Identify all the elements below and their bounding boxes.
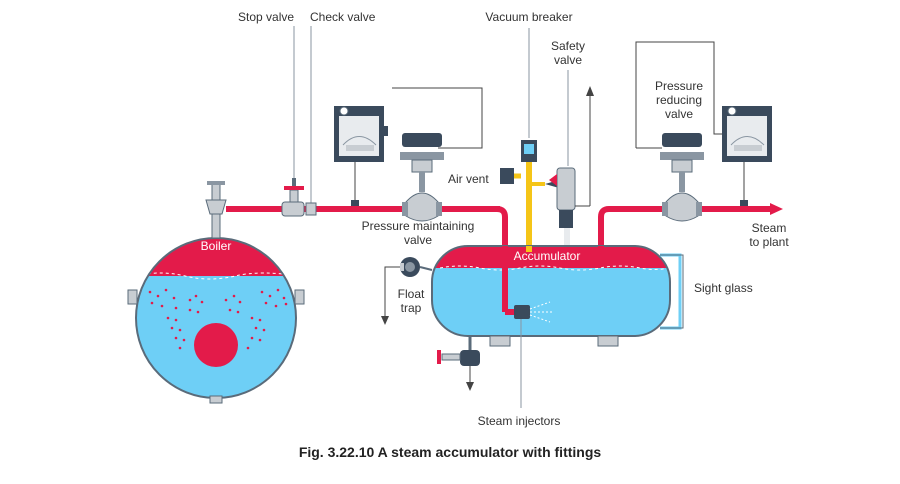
accumulator-vessel: [431, 245, 671, 347]
safety-valve-label-1: Safety: [551, 39, 585, 53]
drain-valve: [437, 336, 480, 391]
pressure-maintaining-valve-label-2: valve: [404, 233, 432, 247]
air-vent-label: Air vent: [448, 172, 489, 186]
pressure-reducing-valve: [635, 41, 772, 222]
boiler-furnace: [194, 323, 238, 367]
safety-valve-label-2: valve: [554, 53, 582, 67]
steam-injector: [514, 301, 552, 408]
pressure-reducing-valve-label-2: reducing: [656, 93, 702, 107]
figure-caption: Fig. 3.22.10 A steam accumulator with fi…: [299, 444, 602, 460]
stop-valve: [281, 26, 305, 217]
steam-to-plant-label-2: to plant: [749, 235, 789, 249]
float-trap-label-2: trap: [401, 301, 422, 315]
accumulator-label: Accumulator: [514, 249, 581, 263]
steam-flow-arrow: [770, 203, 783, 215]
sight-glass: [660, 253, 684, 330]
pressure-reducing-valve-label-1: Pressure: [655, 79, 703, 93]
check-valve: [305, 26, 317, 216]
float-trap: [381, 257, 433, 325]
safety-valve: [549, 70, 594, 250]
pressure-maintaining-valve-label-1: Pressure maintaining: [362, 219, 475, 233]
boiler-outlet-valve: [205, 181, 227, 239]
vacuum-breaker-label: Vacuum breaker: [485, 10, 572, 24]
pressure-reducing-valve-label-3: valve: [665, 107, 693, 121]
steam-injectors-label: Steam injectors: [478, 414, 561, 428]
boiler-bubbles: [148, 288, 288, 350]
controller-box-right: [722, 106, 772, 162]
vacuum-breaker: [521, 28, 537, 252]
check-valve-label: Check valve: [310, 10, 376, 24]
controller-box-left: [334, 106, 388, 162]
stop-valve-label: Stop valve: [238, 10, 294, 24]
boiler-label: Boiler: [201, 239, 232, 253]
sight-glass-label: Sight glass: [694, 281, 753, 295]
steam-to-plant-label-1: Steam: [752, 221, 787, 235]
pressure-maintaining-valve: [334, 87, 483, 222]
float-trap-label-1: Float: [398, 287, 425, 301]
